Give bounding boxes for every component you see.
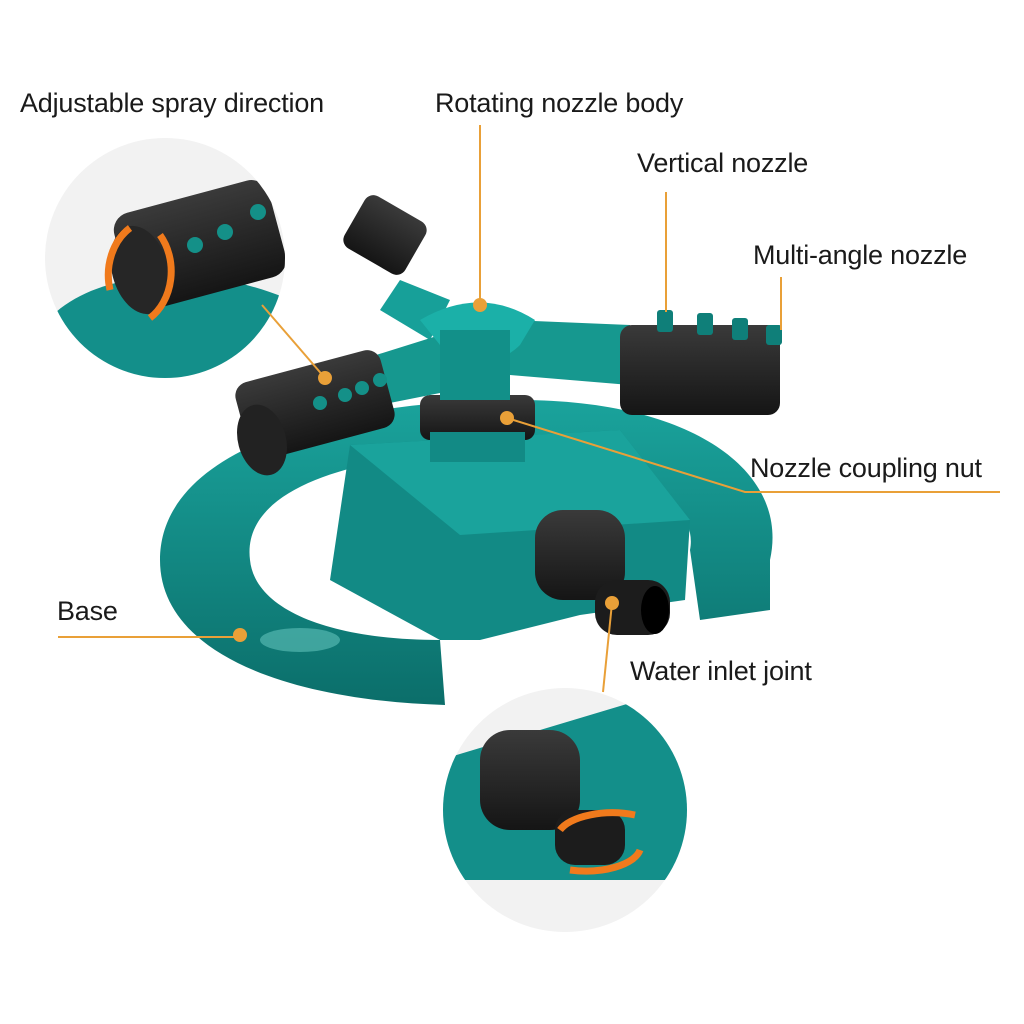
label-nozzle-coupling-nut: Nozzle coupling nut <box>750 453 982 483</box>
front-left-nozzle <box>235 350 395 476</box>
water-inlet-joint <box>535 510 670 635</box>
base <box>160 400 773 705</box>
magnifier-spray-direction <box>45 138 285 378</box>
rotate-arrow-icon <box>557 809 636 833</box>
magnifier-water-inlet <box>443 688 687 932</box>
label-adjustable-spray-direction: Adjustable spray direction <box>20 88 324 118</box>
nozzle-coupling-nut <box>420 395 535 462</box>
leader-lines <box>58 125 1000 693</box>
label-multi-angle-nozzle: Multi-angle nozzle <box>753 240 968 270</box>
label-vertical-nozzle: Vertical nozzle <box>637 148 809 178</box>
left-back-nozzle <box>343 195 427 275</box>
rotate-arrow-icon <box>104 225 133 291</box>
right-nozzle <box>620 310 782 415</box>
label-water-inlet-joint: Water inlet joint <box>630 656 812 686</box>
nozzle-arms <box>360 280 630 405</box>
label-rotating-nozzle-body: Rotating nozzle body <box>435 88 684 118</box>
label-base: Base <box>57 596 118 626</box>
